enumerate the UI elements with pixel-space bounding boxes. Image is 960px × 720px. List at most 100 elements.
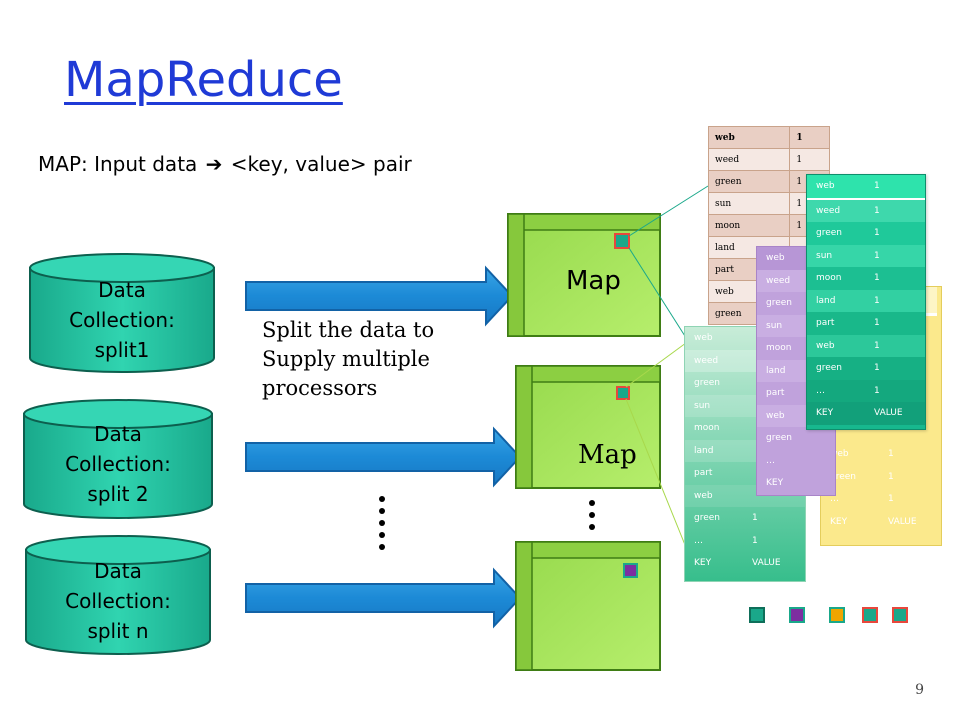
card-value: 1 [874,363,880,374]
card-value: 1 [874,318,880,329]
card-value: VALUE [752,558,781,569]
map-label: Map [578,440,637,470]
legend-red-icon [862,607,878,623]
card-key: weed [694,355,719,366]
card-key: land [766,365,786,376]
card-value: VALUE [888,516,917,527]
card-key: sun [766,320,783,331]
card-key: web [694,333,713,344]
subtitle-suffix: <key, value> pair [224,152,412,176]
card-key: sun [694,400,711,411]
collection-label-line1: Data [94,422,142,446]
card-value: 1 [888,471,894,482]
card-key: … [766,455,775,466]
card-key: green [816,363,842,374]
card-key: part [816,318,835,329]
slide-title: MapReduce [64,52,343,108]
card-key: moon [816,273,842,284]
vertical-ellipsis-icon [379,496,385,556]
card-key: web [766,253,785,264]
table-cell-key: sun [707,192,791,215]
table-cell-key: green [707,170,791,193]
split-note: Split the data to Supply multiple proces… [262,316,434,403]
card-key: KEY [694,558,712,569]
color-legend [749,607,908,623]
card-key: green [694,378,720,389]
card-value: 1 [888,449,894,460]
legend-teal-icon [749,607,765,623]
collection-label-line3: split1 [94,338,150,362]
card-value: 1 [888,494,894,505]
card-value: 1 [874,385,880,396]
card-key: sun [816,250,833,261]
card-key: moon [766,343,792,354]
card-value: 1 [752,513,758,524]
collection-split1: Data Collection: split1 [30,276,214,372]
card-key: web [816,340,835,351]
collection-label-line2: Collection: [69,308,175,332]
card-key: green [830,471,856,482]
card-value: 1 [874,181,880,192]
card-value: 1 [874,340,880,351]
split-note-line: Supply multiple [262,347,430,371]
split-note-line: processors [262,376,378,400]
table-cell-key: land [707,236,791,259]
card-key: … [694,535,703,546]
marker-purple-icon [623,563,638,578]
card-key: web [694,490,713,501]
card-key: … [830,494,839,505]
split-note-line: Split the data to [262,318,435,342]
legend-red-icon [892,607,908,623]
card-value: 1 [874,228,880,239]
card-key: green [766,433,792,444]
map-box-1 [507,213,661,337]
cylinder-split1 [29,253,215,373]
card-key: green [694,513,720,524]
card-value: 1 [874,295,880,306]
card-key: KEY [816,408,834,419]
collection-label-line3: split n [87,619,149,643]
card-value: 1 [752,535,758,546]
table-cell-value: 1 [789,126,830,149]
collection-splitn: Data Collection: split n [26,557,210,653]
table-cell-key: weed [707,148,791,171]
card-key: web [766,410,785,421]
right-arrow-icon: ➔ [205,152,223,176]
table-cell-key: web [707,126,791,149]
card-key: green [816,228,842,239]
collection-label-line2: Collection: [65,589,171,613]
marker-teal-icon [616,386,630,400]
card-key: land [694,445,714,456]
card-key: … [816,385,825,396]
card-value: 1 [874,250,880,261]
card-key: weed [766,275,791,286]
table-cell-key: moon [707,214,791,237]
vertical-ellipsis-icon [589,500,595,536]
cylinder-split2 [23,399,213,519]
card-key: moon [694,423,720,434]
arrow-split2 [245,426,522,488]
slide-subtitle: MAP: Input data ➔ <key, value> pair [38,152,412,176]
arrow-split1 [245,265,514,327]
collection-label-line1: Data [98,278,146,302]
collection-label-line1: Data [94,559,142,583]
map-label: Map [566,266,621,296]
legend-purple-icon [789,607,805,623]
card-key: part [766,388,785,399]
card-key: green [766,298,792,309]
card-value: 1 [874,273,880,284]
kv-card-teal: web 1 weed 1 green 1 sun 1 moon 1 land 1 part 1… [806,174,926,430]
map-box-3 [515,541,661,671]
collection-label-line3: split 2 [87,482,149,506]
card-value: 1 [874,205,880,216]
legend-orange-icon [829,607,845,623]
table-cell-value: 1 [789,148,830,171]
cylinder-splitn [25,535,211,655]
card-key: weed [816,205,841,216]
card-value: VALUE [874,408,903,419]
card-key: KEY [830,516,848,527]
marker-teal-icon [614,233,630,249]
card-key: web [830,449,849,460]
card-key: land [816,295,836,306]
